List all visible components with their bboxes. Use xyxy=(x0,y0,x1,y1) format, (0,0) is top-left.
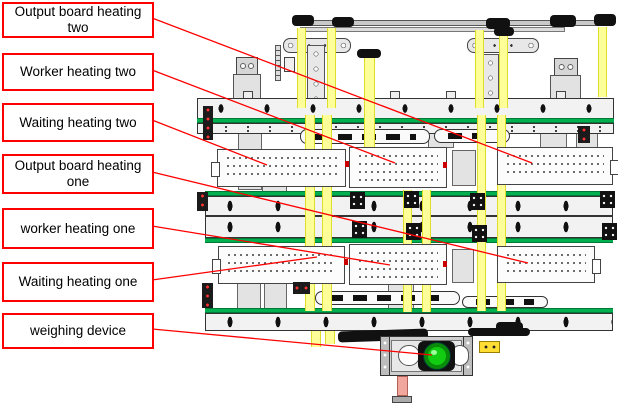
belt-pulley xyxy=(332,17,354,27)
device-slot-left xyxy=(398,345,420,366)
worker-heating-plate-two xyxy=(349,147,447,188)
bearing-block xyxy=(406,223,421,240)
sensor-tower xyxy=(578,126,590,143)
callout-waiting-heating-two: Waiting heating two xyxy=(2,103,154,142)
plate-tab xyxy=(592,259,601,274)
timing-belt xyxy=(499,30,508,108)
plate-perforation xyxy=(358,250,438,279)
motor-head-right xyxy=(554,58,578,76)
waiting-heating-plate-two xyxy=(211,149,346,187)
support-pillar xyxy=(452,249,474,283)
bearing-block xyxy=(352,221,367,238)
timing-belt xyxy=(477,115,486,311)
callout-label: worker heating one xyxy=(20,220,136,236)
device-leg xyxy=(397,376,408,396)
scale-sensor-bar xyxy=(275,45,281,81)
slider-bar xyxy=(315,291,460,305)
callout-output-board-heating-one: Output board heating one xyxy=(2,154,154,194)
callout-output-board-heating-two: Output board heating two xyxy=(2,2,154,38)
output-board-heating-plate-two xyxy=(497,147,618,185)
conveyor-rail-upper xyxy=(197,98,614,119)
output-board-heating-plate-one xyxy=(497,246,601,283)
callout-worker-heating-one: worker heating one xyxy=(2,208,154,249)
support-pillar xyxy=(237,282,261,310)
belt-pulley xyxy=(550,15,576,27)
sensor-yellow-block xyxy=(479,341,500,353)
callout-label: Waiting heating one xyxy=(18,274,138,289)
belt-clamp xyxy=(357,49,381,58)
sensor-block xyxy=(293,282,310,294)
device-foot xyxy=(392,396,412,403)
callout-label: Output board heating one xyxy=(14,158,142,189)
gantry-rail-lower xyxy=(300,27,565,32)
plate-tab xyxy=(211,162,220,177)
clamp-mark xyxy=(344,259,348,265)
clamp-mark xyxy=(443,162,447,168)
waiting-heating-plate-one xyxy=(212,246,345,284)
belt-pulley xyxy=(496,322,523,336)
callout-label: Output board heating two xyxy=(14,4,142,35)
plate-perforation xyxy=(506,252,586,277)
plate-tab xyxy=(212,259,221,274)
belt-pulley xyxy=(292,15,314,26)
sensor-tower xyxy=(202,283,213,308)
weighing-device-rail-left xyxy=(380,336,390,376)
support-pillar xyxy=(452,150,476,186)
plate-tab xyxy=(610,160,618,175)
bearing-block xyxy=(350,192,365,209)
timing-belt xyxy=(325,331,335,344)
callout-waiting-heating-one: Waiting heating one xyxy=(2,262,154,302)
timing-belt xyxy=(598,27,607,97)
callout-weighing-device: weighing device xyxy=(2,313,154,349)
callout-label: Waiting heating two xyxy=(19,114,137,130)
timing-belt xyxy=(475,30,484,108)
timing-belt xyxy=(327,28,336,108)
bearing-block xyxy=(602,223,617,240)
green-button-highlight xyxy=(431,350,437,355)
sensor-tower xyxy=(203,106,213,140)
timing-belt xyxy=(297,28,306,108)
plate-perforation xyxy=(358,153,438,182)
clamp-mark xyxy=(345,161,349,167)
callout-label: Worker heating two xyxy=(19,64,137,79)
green-button-core xyxy=(428,347,446,365)
belt-pulley xyxy=(594,14,616,26)
bearing-block xyxy=(600,191,615,208)
bearing-block xyxy=(470,193,485,210)
callout-worker-heating-two: Worker heating two xyxy=(2,53,154,91)
motor-head-left xyxy=(236,57,258,75)
bearing-block xyxy=(472,225,487,242)
worker-heating-plate-one xyxy=(349,244,447,285)
sensor-tower xyxy=(197,192,208,211)
plate-perforation xyxy=(227,252,336,278)
timing-belt xyxy=(311,331,321,347)
callout-label: weighing device xyxy=(29,323,127,338)
bearing-block xyxy=(404,191,419,208)
sensor-box xyxy=(284,57,295,72)
plate-perforation xyxy=(506,153,604,179)
belt-pulley xyxy=(494,27,514,36)
plate-perforation xyxy=(226,155,337,181)
clamp-mark xyxy=(443,261,447,267)
